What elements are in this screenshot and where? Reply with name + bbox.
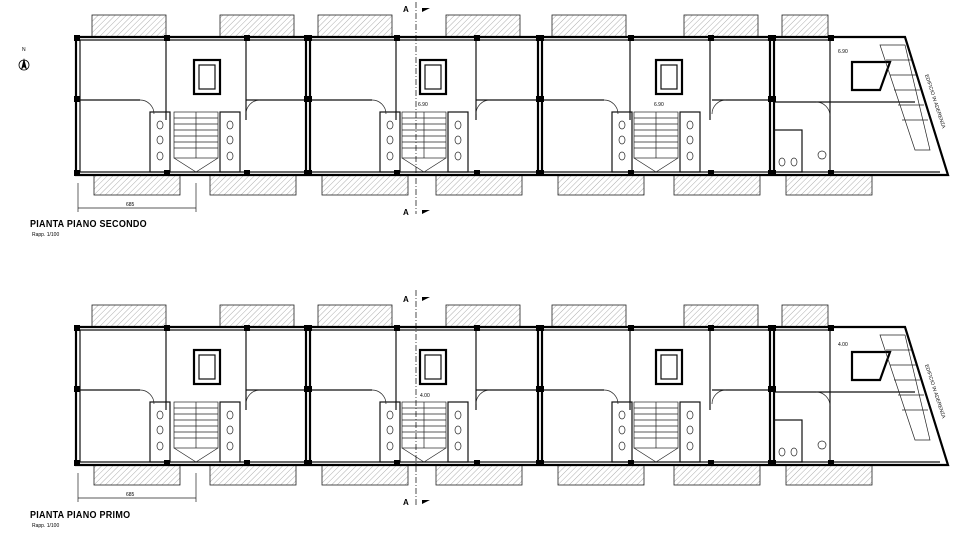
plan-title-first-floor: PIANTA PIANO PRIMO xyxy=(30,510,131,521)
plan-first-floor xyxy=(72,303,950,504)
plan-second-floor xyxy=(72,13,950,214)
section-mark-top-lower: A xyxy=(403,295,409,304)
neighbor-building-label: EDIFICIO IN ADERENZA xyxy=(923,74,946,130)
level-label: 6.90 xyxy=(838,49,848,55)
plan-scale-second-floor: Rapp. 1/100 xyxy=(32,232,60,238)
level-label: 4.00 xyxy=(838,342,848,348)
level-label: 6.90 xyxy=(418,102,428,108)
dimension-label: 685 xyxy=(126,492,135,498)
level-label: 4.00 xyxy=(420,393,430,399)
neighbor-building-label: EDIFICIO IN ADERENZA xyxy=(923,364,946,420)
section-line-lower xyxy=(415,290,430,505)
section-mark-bottom-lower: A xyxy=(403,498,409,507)
section-mark-bottom: A xyxy=(403,208,409,217)
north-arrow-icon xyxy=(18,58,30,71)
section-line-upper xyxy=(415,2,430,214)
section-mark-top: A xyxy=(403,5,409,14)
north-label: N xyxy=(22,47,26,53)
plan-scale-first-floor: Rapp. 1/100 xyxy=(32,523,60,529)
level-label: 6.90 xyxy=(654,102,664,108)
plan-title-second-floor: PIANTA PIANO SECONDO xyxy=(30,219,147,230)
dimension-label: 685 xyxy=(126,202,135,208)
